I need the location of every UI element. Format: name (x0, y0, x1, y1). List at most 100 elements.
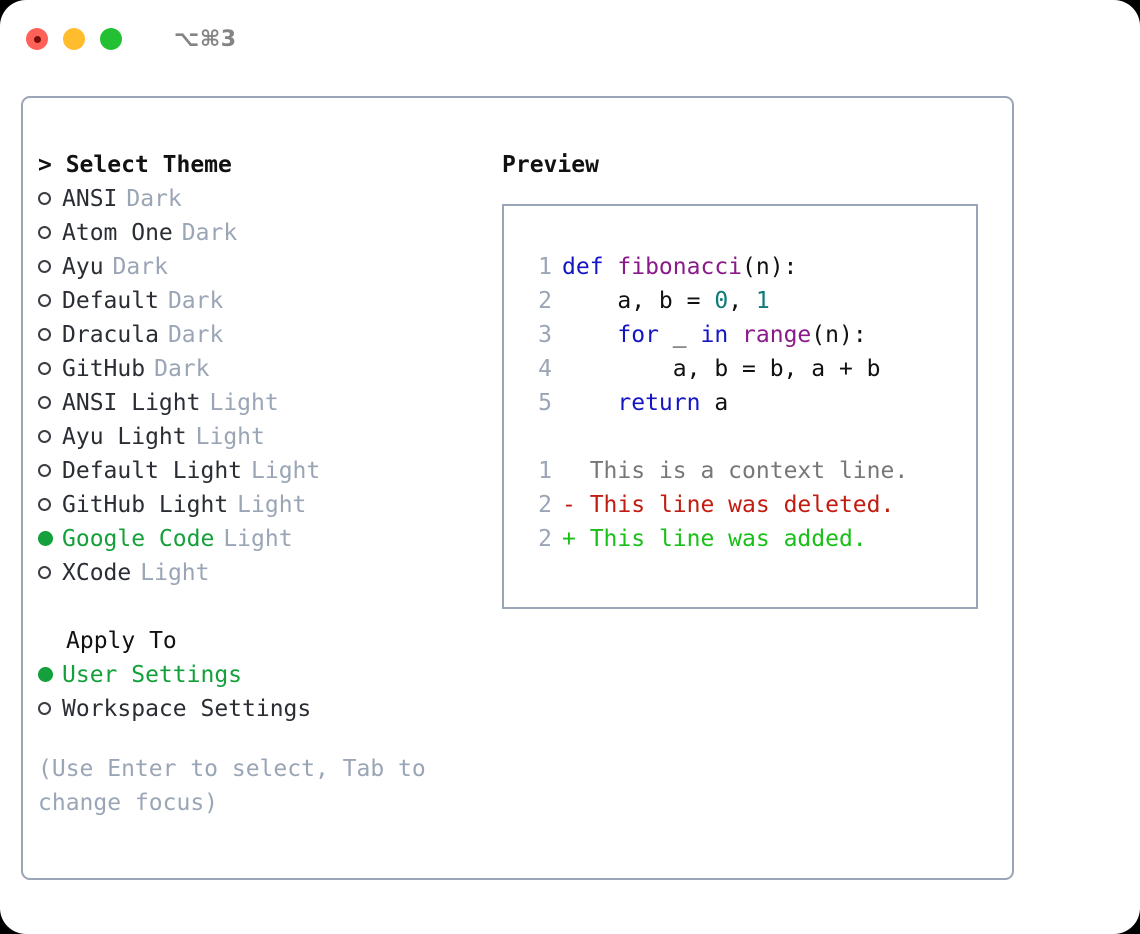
theme-name: XCode (62, 560, 132, 586)
theme-option-atom-one-dark[interactable]: Atom One Dark (38, 216, 498, 250)
theme-variant-tag: Light (209, 390, 279, 416)
code-blank-separator (518, 420, 968, 454)
select-theme-title: Select Theme (65, 152, 232, 178)
radio-unselected-icon (38, 352, 62, 386)
diff-text: This line was deleted. (589, 492, 895, 518)
zoom-window-button[interactable] (100, 28, 122, 50)
radio-unselected-icon (38, 556, 62, 590)
diff-content: - This line was deleted. (552, 488, 894, 522)
title-bar: ⌥⌘3 (0, 0, 1140, 78)
token-plain: a, b = (562, 288, 715, 314)
radio-unselected-icon (38, 318, 62, 352)
theme-option-xcode-light[interactable]: XCode Light (38, 556, 498, 590)
theme-variant-tag: Dark (154, 356, 210, 382)
diff-marker: + (562, 526, 590, 552)
minimize-window-button[interactable] (63, 28, 85, 50)
token-number: 0 (714, 288, 729, 314)
radio-unselected-icon (38, 692, 62, 726)
line-number: 3 (538, 322, 552, 348)
diff-marker (562, 458, 590, 484)
theme-variant-tag: Light (251, 458, 321, 484)
theme-option-ansi-light[interactable]: ANSI Light Light (38, 386, 498, 420)
theme-name: Default (62, 288, 159, 314)
token-function: fibonacci (617, 254, 743, 280)
code-line: 5 return a (518, 386, 968, 420)
theme-option-default-light[interactable]: Default Light Light (38, 454, 498, 488)
apply-to-label: Workspace Settings (62, 696, 312, 722)
code-content: return a (552, 386, 728, 420)
token-plain: a, b = b, a + b (562, 356, 881, 382)
code-content: for _ in range(n): (552, 318, 866, 352)
line-number: 4 (538, 356, 552, 382)
code-content: def fibonacci(n): (552, 250, 797, 284)
code-line: 2 a, b = 0, 1 (518, 284, 968, 318)
code-line: 3 for _ in range(n): (518, 318, 968, 352)
theme-option-ayu-light[interactable]: Ayu Light Light (38, 420, 498, 454)
theme-name: Dracula (62, 322, 159, 348)
theme-option-default-dark[interactable]: Default Dark (38, 284, 498, 318)
theme-name: Ayu Light (62, 424, 187, 450)
traffic-lights (26, 28, 122, 50)
keyboard-shortcut-label: ⌥⌘3 (174, 26, 237, 52)
apply-to-list: User Settings Workspace Settings (38, 658, 498, 726)
radio-selected-icon (38, 522, 62, 556)
theme-name: ANSI (62, 186, 118, 212)
token-keyword: def (562, 254, 618, 280)
close-icon (33, 35, 41, 43)
focus-caret-icon: > (38, 152, 66, 178)
diff-line-context: 1 This is a context line. (518, 454, 968, 488)
token-keyword: in (700, 322, 743, 348)
theme-variant-tag: Dark (167, 288, 224, 314)
apply-to-option-workspace-settings[interactable]: Workspace Settings (38, 692, 498, 726)
radio-selected-icon (38, 658, 62, 692)
diff-line-deleted: 2- This line was deleted. (518, 488, 968, 522)
theme-variant-tag: Light (140, 560, 210, 586)
close-window-button[interactable] (26, 28, 48, 50)
theme-name: GitHub Light (62, 492, 229, 518)
line-number: 2 (538, 492, 552, 518)
select-theme-header: > Select Theme (38, 148, 498, 182)
theme-name: ANSI Light (62, 390, 201, 416)
theme-name: Default Light (62, 458, 243, 484)
theme-name: Atom One (62, 220, 173, 246)
line-number: 5 (538, 390, 552, 416)
apply-to-option-user-settings[interactable]: User Settings (38, 658, 498, 692)
line-number: 2 (538, 288, 552, 314)
code-line: 4 a, b = b, a + b (518, 352, 968, 386)
token-plain: , (728, 288, 756, 314)
radio-unselected-icon (38, 386, 62, 420)
diff-content: + This line was added. (552, 522, 867, 556)
line-number: 1 (538, 458, 552, 484)
apply-to-label: User Settings (62, 662, 243, 688)
apply-to-header: Apply To (66, 628, 177, 654)
diff-marker: - (562, 492, 590, 518)
radio-unselected-icon (38, 454, 62, 488)
token-number: 1 (755, 288, 770, 314)
diff-text: This line was added. (589, 526, 867, 552)
token-plain: _ (672, 322, 701, 348)
radio-unselected-icon (38, 420, 62, 454)
radio-unselected-icon (38, 250, 62, 284)
radio-unselected-icon (38, 216, 62, 250)
radio-unselected-icon (38, 488, 62, 522)
line-number: 1 (538, 254, 552, 280)
keyboard-hint-text: (Use Enter to select, Tab to change focu… (38, 756, 440, 816)
theme-variant-tag: Dark (181, 220, 238, 246)
theme-variant-tag: Dark (112, 254, 168, 280)
theme-variant-tag: Light (195, 424, 265, 450)
line-number: 2 (538, 526, 552, 552)
diff-content: This is a context line. (552, 454, 909, 488)
token-plain: (n): (742, 254, 798, 280)
